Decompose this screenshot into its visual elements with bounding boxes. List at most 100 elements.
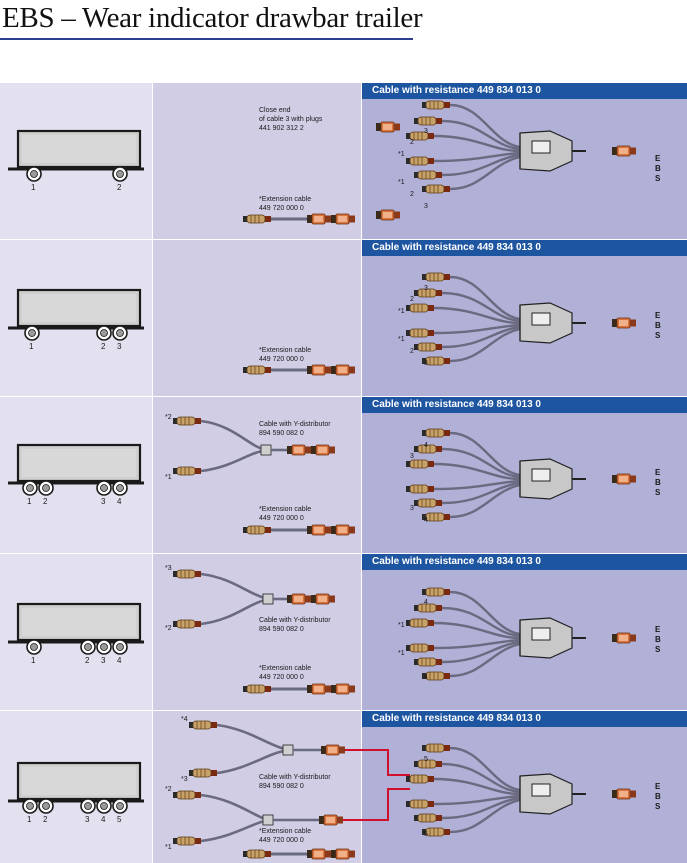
cable-label: Cable with Y-distributor	[259, 774, 331, 781]
ebs-label: B	[655, 792, 661, 801]
lead-label: 2	[410, 191, 414, 198]
optional-cables-panel: Close end of cable 3 with plugs 441 902 …	[153, 83, 361, 239]
axle-label: 2	[101, 342, 106, 351]
ebs-label: S	[655, 645, 661, 654]
trailer-panel: 1 2	[0, 83, 152, 239]
ebs-label: E	[655, 625, 661, 634]
lead-label: *2	[165, 625, 172, 632]
axle-label: 1	[29, 342, 34, 351]
lead-label: *2	[165, 786, 172, 793]
part-number: 441 902 312 2	[259, 125, 304, 132]
optional-cables-diagram: *4 *3 *2 *1 Cable with Y-distributor 894…	[165, 716, 361, 863]
trailer-panel: 1 2 3 4	[0, 554, 152, 710]
cable-label: *Extension cable	[259, 347, 311, 354]
trailer-diagram: 1 2 3 4	[6, 602, 146, 665]
trailer-diagram: 1 2	[6, 129, 146, 192]
trailer-panel: 1 2 3 4 5	[0, 711, 152, 863]
axle-label: 3	[101, 497, 106, 506]
trailer-panel: 1 2 3	[0, 240, 152, 396]
lead-label: 4	[424, 442, 428, 449]
optional-cables-panel: *3 *2 Cable with Y-distributor 894 590 0…	[153, 554, 361, 710]
lead-label: *1	[398, 650, 405, 657]
lead-label: 3	[424, 285, 428, 292]
resistance-cable-panel: Cable with resistance 449 834 013 0 4 *1…	[362, 554, 687, 710]
lead-label: *1	[165, 844, 172, 851]
optional-cables-panel: *Extension cable 449 720 000 0	[153, 240, 361, 396]
resistance-cable-panel: Cable with resistance 449 834 013 0 5 5 …	[362, 711, 687, 863]
axle-label: 2	[117, 183, 122, 192]
part-number: 449 720 000 0	[259, 515, 304, 522]
ebs-label: E	[655, 782, 661, 791]
harness-diagram: 3 2 *1 *1 2 3 E B S	[375, 83, 661, 221]
ebs-label: E	[655, 311, 661, 320]
connection-lines	[343, 749, 410, 821]
lead-label: *1	[398, 336, 405, 343]
axle-label: 1	[31, 656, 36, 665]
resistance-cable-header: Cable with resistance 449 834 013 0	[362, 83, 687, 99]
resistance-cable-header: Cable with resistance 449 834 013 0	[362, 711, 687, 727]
part-number: 894 590 082 0	[259, 783, 304, 790]
cable-label: *Extension cable	[259, 828, 311, 835]
lead-label: 5	[424, 831, 428, 838]
axle-label: 2	[43, 815, 48, 824]
ebs-label: B	[655, 164, 661, 173]
lead-label: 3	[424, 203, 428, 210]
axle-label: 1	[27, 815, 32, 824]
part-number: 449 720 000 0	[259, 205, 304, 212]
lead-label: 4	[424, 517, 428, 524]
cable-label: of cable 3 with plugs	[259, 116, 323, 123]
trailer-panel: 1 2 3 4	[0, 397, 152, 553]
harness-diagram: 5 5 E B S	[362, 711, 661, 838]
lead-label: 2	[410, 348, 414, 355]
lead-label: *1	[398, 308, 405, 315]
lead-label: *1	[398, 179, 405, 186]
part-number: 449 720 000 0	[259, 674, 304, 681]
configuration-row-3: 1 2 3 4 *2 *1 Cable with Y-distributor 8…	[0, 397, 687, 553]
lead-label: *1	[398, 622, 405, 629]
ebs-label: S	[655, 331, 661, 340]
ebs-label: B	[655, 478, 661, 487]
optional-cables-diagram: *2 *1 Cable with Y-distributor 894 590 0…	[165, 414, 361, 553]
ebs-label: E	[655, 468, 661, 477]
ebs-label: B	[655, 635, 661, 644]
axle-label: 1	[31, 183, 36, 192]
lead-label: *3	[165, 565, 172, 572]
axle-label: 2	[85, 656, 90, 665]
axle-label: 4	[117, 656, 122, 665]
part-number: 449 720 000 0	[259, 837, 304, 844]
ebs-label: B	[655, 321, 661, 330]
part-number: 449 720 000 0	[259, 356, 304, 363]
lead-label: *2	[165, 414, 172, 421]
lead-label: *3	[181, 776, 188, 783]
trailer-diagram: 1 2 3 4	[6, 443, 146, 506]
optional-cables-diagram: *3 *2 Cable with Y-distributor 894 590 0…	[165, 565, 361, 710]
resistance-cable-panel: Cable with resistance 449 834 013 0 3 2 …	[362, 240, 687, 396]
optional-cables-diagram: Close end of cable 3 with plugs 441 902 …	[153, 107, 361, 239]
resistance-cable-header: Cable with resistance 449 834 013 0	[362, 240, 687, 256]
lead-label: 3	[410, 505, 414, 512]
axle-label: 5	[117, 815, 122, 824]
cable-label: Cable with Y-distributor	[259, 421, 331, 428]
configuration-row-2: 1 2 3 *Extension cable 449 720 000 0 Cab…	[0, 240, 687, 396]
page-title: EBS – Wear indicator drawbar trailer	[2, 2, 423, 34]
lead-label: 5	[424, 756, 428, 763]
optional-cables-panel: *2 *1 Cable with Y-distributor 894 590 0…	[153, 397, 361, 553]
resistance-cable-header: Cable with resistance 449 834 013 0	[362, 397, 687, 413]
part-number: 894 590 082 0	[259, 430, 304, 437]
harness-diagram: 3 2 *1 *1 2 3 E B S	[398, 240, 661, 367]
axle-label: 4	[101, 815, 106, 824]
ebs-label: S	[655, 802, 661, 811]
configuration-row-1: 1 2 Close end of cable 3 with plugs 441 …	[0, 83, 687, 239]
cable-label: *Extension cable	[259, 665, 311, 672]
ebs-label: S	[655, 488, 661, 497]
lead-label: 3	[424, 360, 428, 367]
resistance-cable-panel: Cable with resistance 449 834 013 0 3 2 …	[362, 83, 687, 239]
axle-label: 4	[117, 497, 122, 506]
axle-label: 2	[43, 497, 48, 506]
trailer-diagram: 1 2 3	[6, 288, 146, 351]
cable-label: Cable with Y-distributor	[259, 617, 331, 624]
lead-label: 3	[410, 453, 414, 460]
harness-diagram: 4 *1 *1 4 E B S	[398, 554, 661, 710]
lead-label: *4	[181, 716, 188, 723]
ebs-label: E	[655, 154, 661, 163]
